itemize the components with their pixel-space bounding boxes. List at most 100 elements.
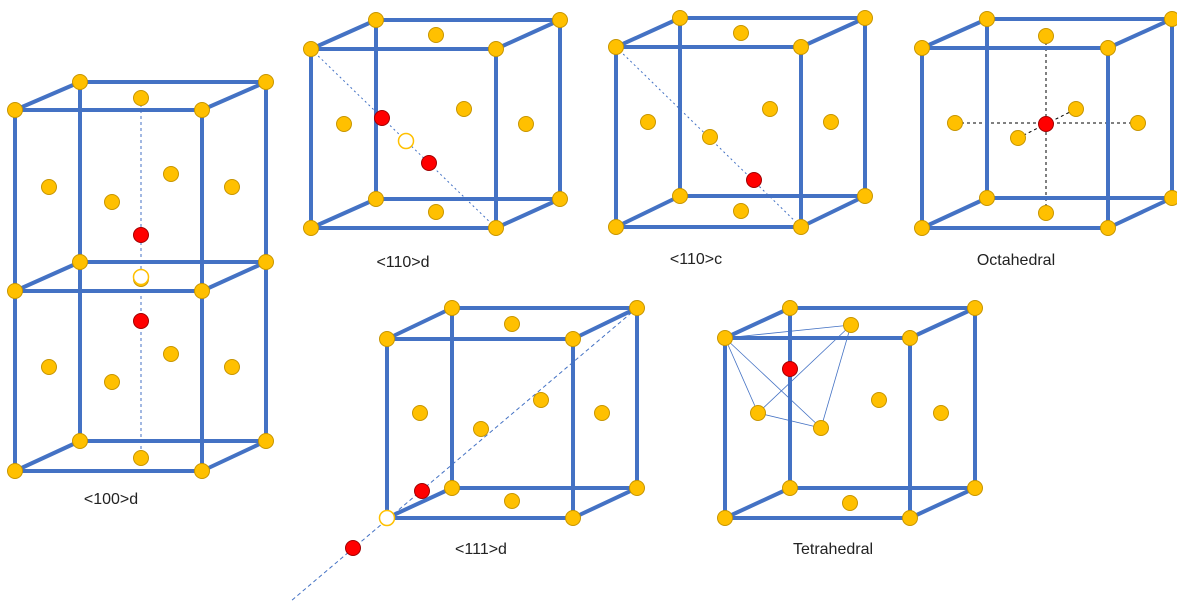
lattice-atom bbox=[379, 331, 395, 347]
lattice-atom bbox=[1130, 115, 1146, 131]
lattice-atom bbox=[565, 331, 581, 347]
tetra-edge bbox=[724, 337, 822, 429]
lattice-atom bbox=[133, 450, 149, 466]
label-dumbbell-100: <100>d bbox=[84, 491, 138, 508]
lattice-atom bbox=[412, 405, 428, 421]
lattice-atom bbox=[552, 12, 568, 28]
cube-edge bbox=[200, 439, 268, 473]
lattice-atom bbox=[473, 421, 489, 437]
vacancy-site bbox=[397, 132, 415, 150]
cube-edge bbox=[908, 486, 977, 520]
lattice-atom bbox=[733, 25, 749, 41]
lattice-atom bbox=[444, 480, 460, 496]
lattice-atom bbox=[72, 74, 88, 90]
lattice-atom bbox=[1100, 220, 1116, 236]
lattice-atom bbox=[303, 220, 319, 236]
lattice-atom bbox=[902, 510, 918, 526]
lattice-atom bbox=[7, 102, 23, 118]
atoms bbox=[7, 10, 1177, 556]
lattice-atom bbox=[793, 39, 809, 55]
interstitial-atom bbox=[421, 155, 437, 171]
lattice-atom bbox=[608, 219, 624, 235]
lattice-atom bbox=[194, 283, 210, 299]
cube-edge bbox=[799, 194, 867, 229]
lattice-atom bbox=[967, 480, 983, 496]
lattice-atom bbox=[629, 300, 645, 316]
lattice-atom bbox=[41, 359, 57, 375]
cube-edge bbox=[13, 439, 82, 473]
lattice-atom bbox=[702, 129, 718, 145]
vacancy-site bbox=[132, 268, 150, 286]
lattice-atom bbox=[194, 463, 210, 479]
interstitial-atom bbox=[746, 172, 762, 188]
interstitial-atom bbox=[1038, 116, 1054, 132]
lattice-atom bbox=[813, 420, 829, 436]
lattice-atom bbox=[750, 405, 766, 421]
lattice-atom bbox=[857, 10, 873, 26]
lattice-atom bbox=[336, 116, 352, 132]
cube-edge bbox=[908, 306, 977, 340]
lattice-atom bbox=[565, 510, 581, 526]
lattice-atom bbox=[1100, 40, 1116, 56]
label-dumbbell-111: <111>d bbox=[455, 541, 507, 558]
cube-edge bbox=[200, 260, 268, 293]
lattice-atom bbox=[782, 480, 798, 496]
lattice-atom bbox=[104, 194, 120, 210]
cube-edge bbox=[13, 260, 82, 293]
cube-edge bbox=[920, 17, 989, 50]
interstitial-atom bbox=[133, 227, 149, 243]
lattice-atom bbox=[1164, 190, 1177, 206]
lattice-atom bbox=[717, 510, 733, 526]
lattice-atom bbox=[258, 74, 274, 90]
lattice-atom bbox=[163, 166, 179, 182]
lattice-atom bbox=[857, 188, 873, 204]
cube-edge bbox=[1106, 196, 1174, 230]
lattice-atom bbox=[782, 300, 798, 316]
lattice-atom bbox=[902, 330, 918, 346]
lattice-atom bbox=[133, 90, 149, 106]
cube-edge bbox=[723, 306, 792, 340]
lattice-atom bbox=[762, 101, 778, 117]
lattice-atom bbox=[823, 114, 839, 130]
lattice-atom bbox=[947, 115, 963, 131]
lattice-atom bbox=[41, 179, 57, 195]
cube-edge bbox=[385, 486, 454, 520]
cube-edge bbox=[614, 16, 682, 49]
lattice-atom bbox=[979, 190, 995, 206]
lattice-atom bbox=[793, 219, 809, 235]
lattice-atom bbox=[1038, 205, 1054, 221]
lattice-atom bbox=[608, 39, 624, 55]
lattice-atom bbox=[163, 346, 179, 362]
cube-edge bbox=[571, 306, 639, 341]
cube-edge bbox=[13, 80, 82, 112]
guide-line bbox=[290, 307, 638, 602]
interstitial-atom bbox=[374, 110, 390, 126]
cube-edge bbox=[920, 196, 989, 230]
vacancy-site bbox=[378, 509, 396, 527]
lattice-atom bbox=[979, 11, 995, 27]
lattice-atom bbox=[1038, 28, 1054, 44]
lattice-atom bbox=[224, 359, 240, 375]
tetra-edge bbox=[724, 337, 759, 414]
lattice-atom bbox=[843, 317, 859, 333]
cube-edge bbox=[1106, 17, 1174, 50]
lattice-atom bbox=[444, 300, 460, 316]
lattice-atom bbox=[303, 41, 319, 57]
lattice-atom bbox=[672, 10, 688, 26]
cube-edge bbox=[200, 80, 268, 112]
lattice-atom bbox=[842, 495, 858, 511]
lattice-atom bbox=[72, 433, 88, 449]
label-crowdion-110: <110>c bbox=[670, 251, 722, 268]
lattice-atom bbox=[104, 374, 120, 390]
cube-edge bbox=[723, 486, 792, 520]
lattice-atom bbox=[933, 405, 949, 421]
lattice-atom bbox=[967, 300, 983, 316]
tetra-edge bbox=[820, 324, 852, 429]
interstitial-atom bbox=[414, 483, 430, 499]
lattice-atom bbox=[7, 463, 23, 479]
lattice-atom bbox=[717, 330, 733, 346]
lattice-atom bbox=[914, 40, 930, 56]
lattice-atom bbox=[504, 493, 520, 509]
lattice-atom bbox=[594, 405, 610, 421]
